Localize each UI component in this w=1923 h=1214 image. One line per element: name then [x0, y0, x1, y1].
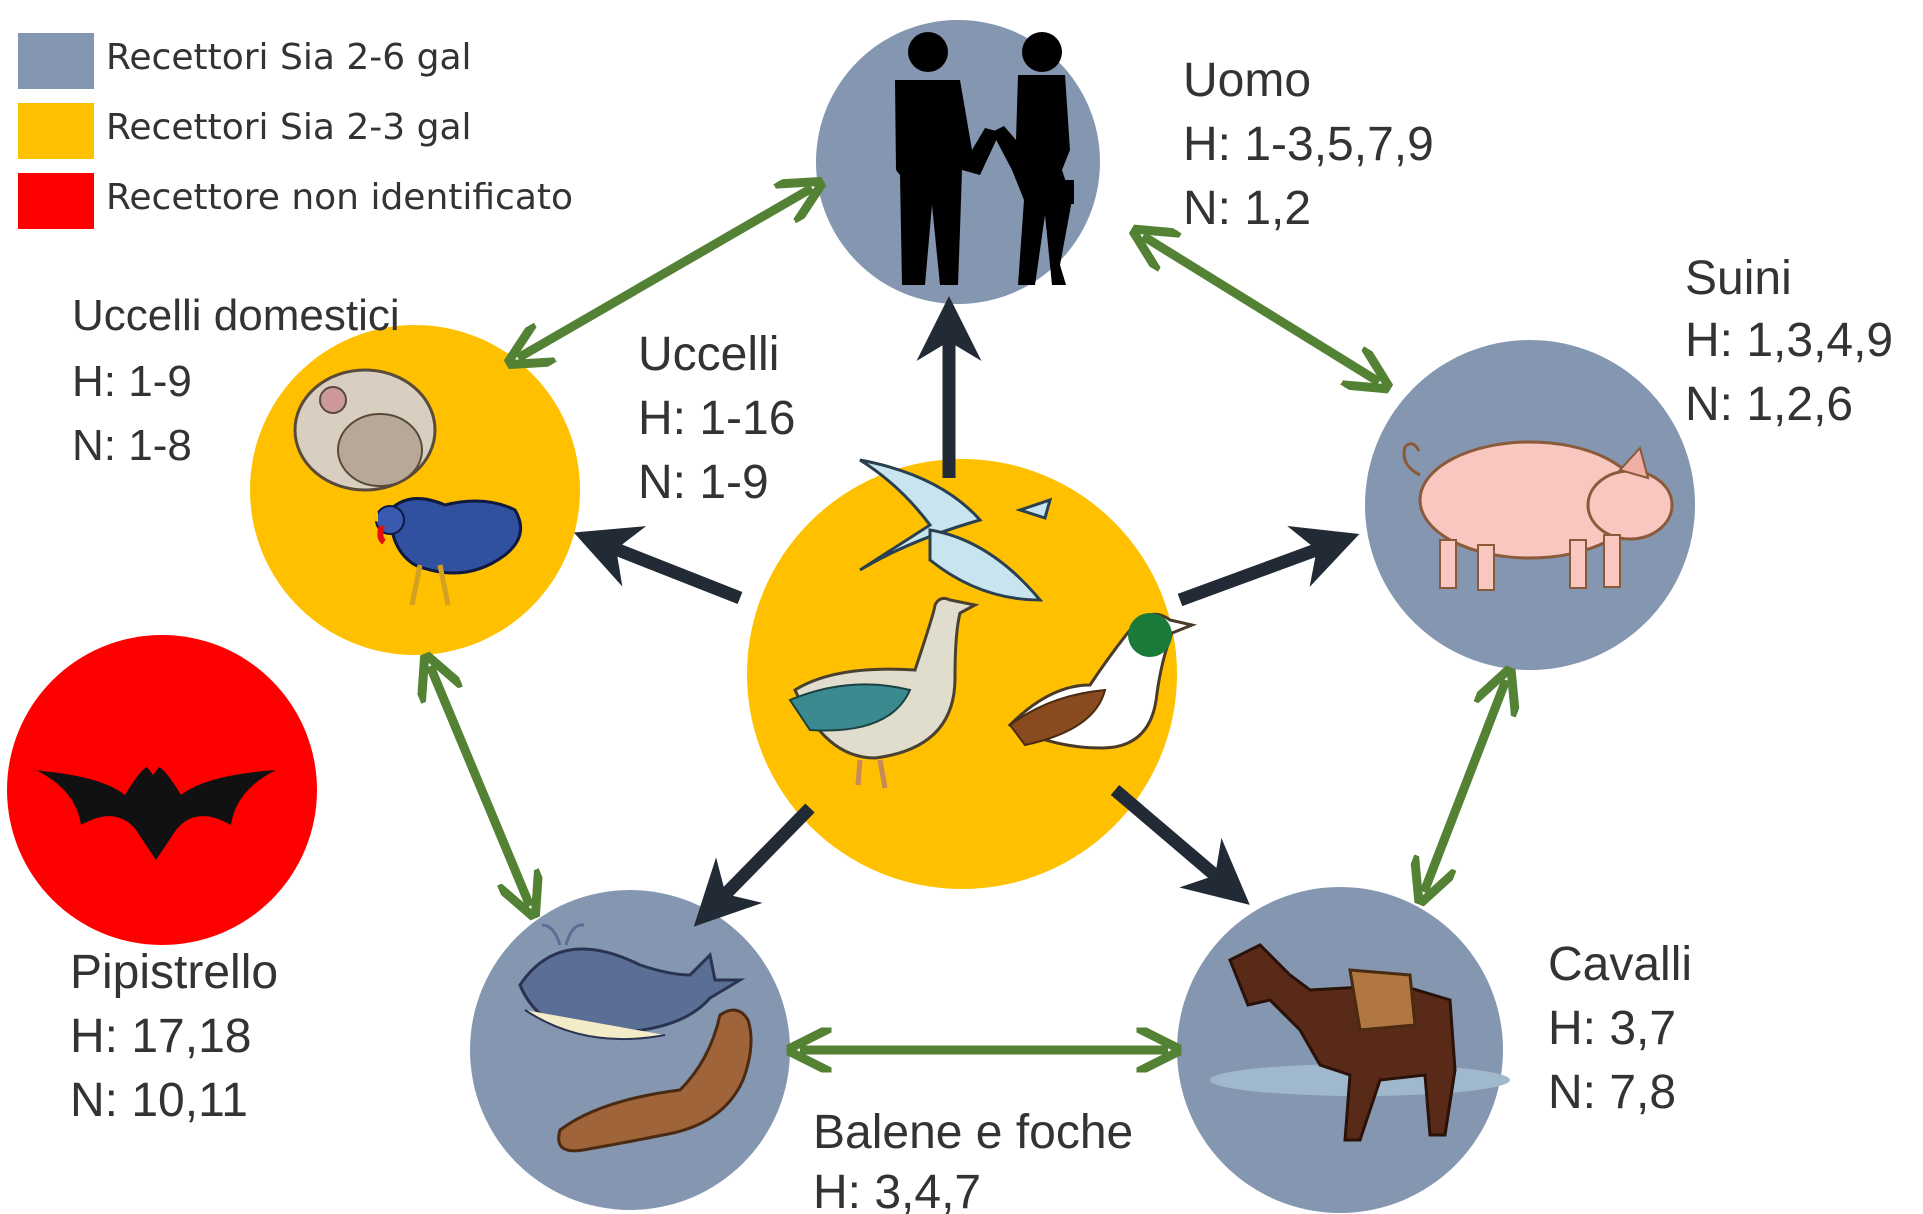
legend-label-red: Recettore non identificato	[106, 177, 573, 218]
arrow-uccelli-cavalli	[1115, 790, 1230, 888]
label-uomo: Uomo H: 1-3,5,7,9 N: 1,2	[1183, 54, 1434, 235]
domestici-n: N: 1-8	[72, 421, 192, 470]
arrow-uccelli-suini	[1180, 543, 1335, 600]
label-uccelli: Uccelli H: 1-16 N: 1-9	[638, 328, 795, 509]
label-pipistrello: Pipistrello H: 17,18 N: 10,11	[70, 946, 278, 1127]
domestici-name: Uccelli domestici	[72, 291, 400, 340]
uomo-name: Uomo	[1183, 54, 1311, 107]
suini-name: Suini	[1685, 252, 1792, 305]
arrow-suini-cavalli	[1424, 680, 1506, 892]
balene-name: Balene e foche	[813, 1106, 1133, 1159]
arrow-uccelli-domestici	[598, 542, 740, 598]
legend-label-yellow: Recettori Sia 2-3 gal	[106, 107, 472, 148]
arrow-domestici-balene	[430, 666, 530, 906]
uomo-h: H: 1-3,5,7,9	[1183, 118, 1434, 171]
node-domestici	[250, 325, 580, 655]
pipistrello-h: H: 17,18	[70, 1010, 251, 1063]
label-cavalli: Cavalli H: 3,7 N: 7,8	[1548, 938, 1692, 1119]
cavalli-n: N: 7,8	[1548, 1066, 1676, 1119]
balene-h: H: 3,4,7	[813, 1166, 981, 1214]
label-balene: Balene e foche H: 3,4,7	[813, 1106, 1133, 1214]
uccelli-name: Uccelli	[638, 328, 779, 381]
legend: Recettori Sia 2-6 gal Recettori Sia 2-3 …	[18, 33, 573, 229]
arrow-uomo-suini	[1143, 236, 1379, 382]
domestici-h: H: 1-9	[72, 357, 192, 406]
suini-n: N: 1,2,6	[1685, 378, 1853, 431]
pipistrello-name: Pipistrello	[70, 946, 278, 999]
legend-swatch-yellow	[18, 103, 94, 159]
suini-h: H: 1,3,4,9	[1685, 314, 1893, 367]
label-suini: Suini H: 1,3,4,9 N: 1,2,6	[1685, 252, 1893, 431]
uccelli-h: H: 1-16	[638, 392, 795, 445]
cavalli-name: Cavalli	[1548, 938, 1692, 991]
cavalli-h: H: 3,7	[1548, 1002, 1676, 1055]
pipistrello-n: N: 10,11	[70, 1074, 248, 1127]
legend-swatch-gray	[18, 33, 94, 89]
legend-label-gray: Recettori Sia 2-6 gal	[106, 37, 472, 78]
uccelli-n: N: 1-9	[638, 456, 769, 509]
legend-swatch-red	[18, 173, 94, 229]
arrow-uccelli-balene	[712, 808, 810, 908]
uomo-n: N: 1,2	[1183, 182, 1311, 235]
turkey-icon	[295, 370, 435, 490]
